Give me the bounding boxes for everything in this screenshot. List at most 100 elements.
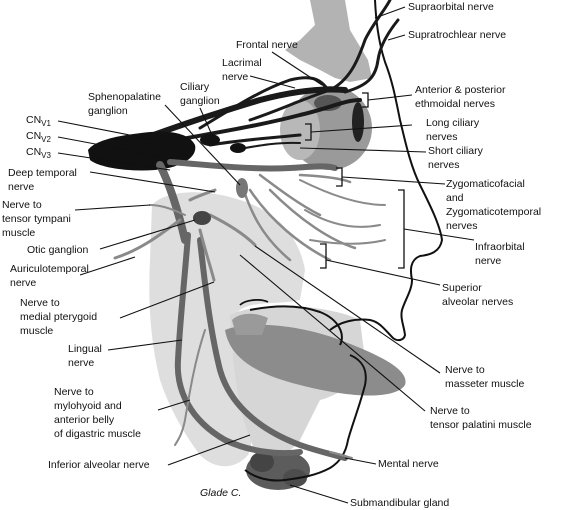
leader-medial-pterygoid <box>119 281 215 319</box>
ciliary-nerves-path <box>208 133 302 147</box>
label-zygo-4: nerves <box>446 220 478 232</box>
artist-signature: Glade C. <box>200 487 241 499</box>
label-sphenopalatine-1: Sphenopalatine <box>88 91 161 103</box>
palate-shape <box>232 313 268 335</box>
ciliary-ganglion-shape <box>200 134 220 146</box>
label-medial-pterygoid-1: Nerve to <box>20 297 60 309</box>
masseter-branch <box>208 213 257 247</box>
leader-lacrimal <box>249 75 296 89</box>
medial-pterygoid-branch <box>198 228 216 282</box>
otic-ganglion-shape <box>193 211 211 225</box>
lacrimal-nerve-path <box>198 76 330 130</box>
ganglion-small <box>230 143 246 153</box>
label-tensor-tympani-1: Nerve to <box>2 199 42 211</box>
leader-short-ciliary <box>299 147 427 153</box>
label-short-ciliary-1: Short ciliary <box>428 145 484 157</box>
leader-masseter <box>254 245 441 374</box>
label-masseter-2: masseter muscle <box>445 378 525 390</box>
leader-lingual <box>107 339 183 351</box>
label-medial-pterygoid-3: muscle <box>20 325 53 337</box>
label-inferior-alveolar: Inferior alveolar nerve <box>48 459 150 471</box>
label-submandibular: Submandibular gland <box>350 497 449 509</box>
label-zygo-2: and <box>446 192 464 204</box>
label-long-ciliary-1: Long ciliary <box>426 117 480 129</box>
leader-infraorbital <box>403 228 475 241</box>
leader-ethmoidal <box>367 94 413 101</box>
label-ciliary-1: Ciliary <box>180 81 210 93</box>
leader-frontal <box>271 51 323 86</box>
label-tensor-palatini-2: tensor palatini muscle <box>430 419 532 431</box>
label-supratrochlear: Supratrochlear nerve <box>408 29 506 41</box>
label-infraorbital-1: Infraorbital <box>475 241 525 253</box>
label-sphenopalatine-2: ganglion <box>88 105 128 117</box>
auriculotemporal-branch <box>113 218 182 260</box>
label-supraorbital: Supraorbital nerve <box>408 1 494 13</box>
leader-deep-temporal <box>89 171 216 193</box>
frontal-nerve-path <box>137 86 348 143</box>
leader-cn-v1 <box>57 120 156 141</box>
supraorbital-nerve-path <box>248 0 392 122</box>
label-lacrimal-1: Lacrimal <box>222 57 262 69</box>
bracket-superior-alveolar <box>320 243 327 269</box>
leader-sphenopalatine <box>164 104 241 186</box>
label-lingual-1: Lingual <box>68 343 102 355</box>
leader-submandibular <box>289 484 349 504</box>
lens-shape <box>352 102 364 142</box>
zygomatic-branches <box>258 173 352 217</box>
frontal-bone-shape <box>285 0 372 82</box>
label-zygo-3: Zygomaticotemporal <box>446 206 541 218</box>
label-ethmoidal-2: ethmoidal nerves <box>415 98 495 110</box>
label-tensor-tympani-2: tensor tympani <box>2 213 71 225</box>
forehead-nose-profile <box>329 0 444 342</box>
bracket-zygomatic <box>336 167 343 187</box>
label-auriculotemporal-1: Auriculotemporal <box>10 263 89 275</box>
label-mylohyoid-2: mylohyoid and <box>54 400 122 412</box>
leader-mylohyoid <box>157 399 191 411</box>
leader-mental <box>344 457 377 465</box>
leader-tensor-tympani <box>74 204 151 211</box>
lip-detail <box>239 298 269 306</box>
lingual-nerve-path <box>174 232 303 457</box>
label-deep-temporal-2: nerve <box>8 181 34 193</box>
mylohyoid-branch <box>174 329 206 446</box>
label-otic: Otic ganglion <box>27 244 88 256</box>
leader-otic <box>99 219 196 250</box>
maxillary-nerve-path <box>167 159 338 172</box>
tongue-shape <box>225 324 406 396</box>
inferior-alveolar-path <box>197 237 348 461</box>
mental-branch <box>329 451 353 459</box>
leader-long-ciliary <box>310 124 413 133</box>
label-long-ciliary-2: nerves <box>426 131 458 143</box>
submandibular-gland-lobe <box>250 452 274 472</box>
deep-temporal-branch <box>188 188 217 202</box>
label-tensor-palatini-1: Nerve to <box>430 405 470 417</box>
label-medial-pterygoid-2: medial pterygoid <box>20 311 97 323</box>
label-zygo-1: Zygomaticofacial <box>446 178 525 190</box>
label-superior-alveolar-2: alveolar nerves <box>442 296 513 308</box>
label-mental: Mental nerve <box>378 458 439 470</box>
leader-supraorbital <box>374 6 406 19</box>
sphenopalatine-ganglion-shape <box>236 178 248 198</box>
labels: Supraorbital nerve Supratrochlear nerve … <box>2 1 541 509</box>
label-auriculotemporal-2: nerve <box>10 277 36 289</box>
leader-auriculotemporal <box>79 256 136 276</box>
label-mylohyoid-3: anterior belly <box>54 414 115 426</box>
label-frontal: Frontal nerve <box>236 39 298 51</box>
label-short-ciliary-2: nerves <box>428 159 460 171</box>
leader-lines <box>57 6 475 504</box>
leader-superior-alveolar <box>325 259 441 286</box>
supratrochlear-nerve-path <box>343 18 400 94</box>
leader-cn-v3 <box>57 152 171 171</box>
leader-ciliary <box>199 107 213 136</box>
label-superior-alveolar-1: Superior <box>442 282 482 294</box>
bracket-infraorbital <box>398 189 405 269</box>
label-lacrimal-2: nerve <box>222 71 248 83</box>
label-cn-v3: CNV3 <box>26 146 52 160</box>
label-cn-v1: CNV1 <box>26 114 52 128</box>
infraorbital-branches <box>299 179 386 245</box>
label-ciliary-2: ganglion <box>180 95 220 107</box>
label-lingual-2: nerve <box>68 357 94 369</box>
label-masseter-1: Nerve to <box>445 364 485 376</box>
orbit-gray-shape <box>280 100 320 160</box>
